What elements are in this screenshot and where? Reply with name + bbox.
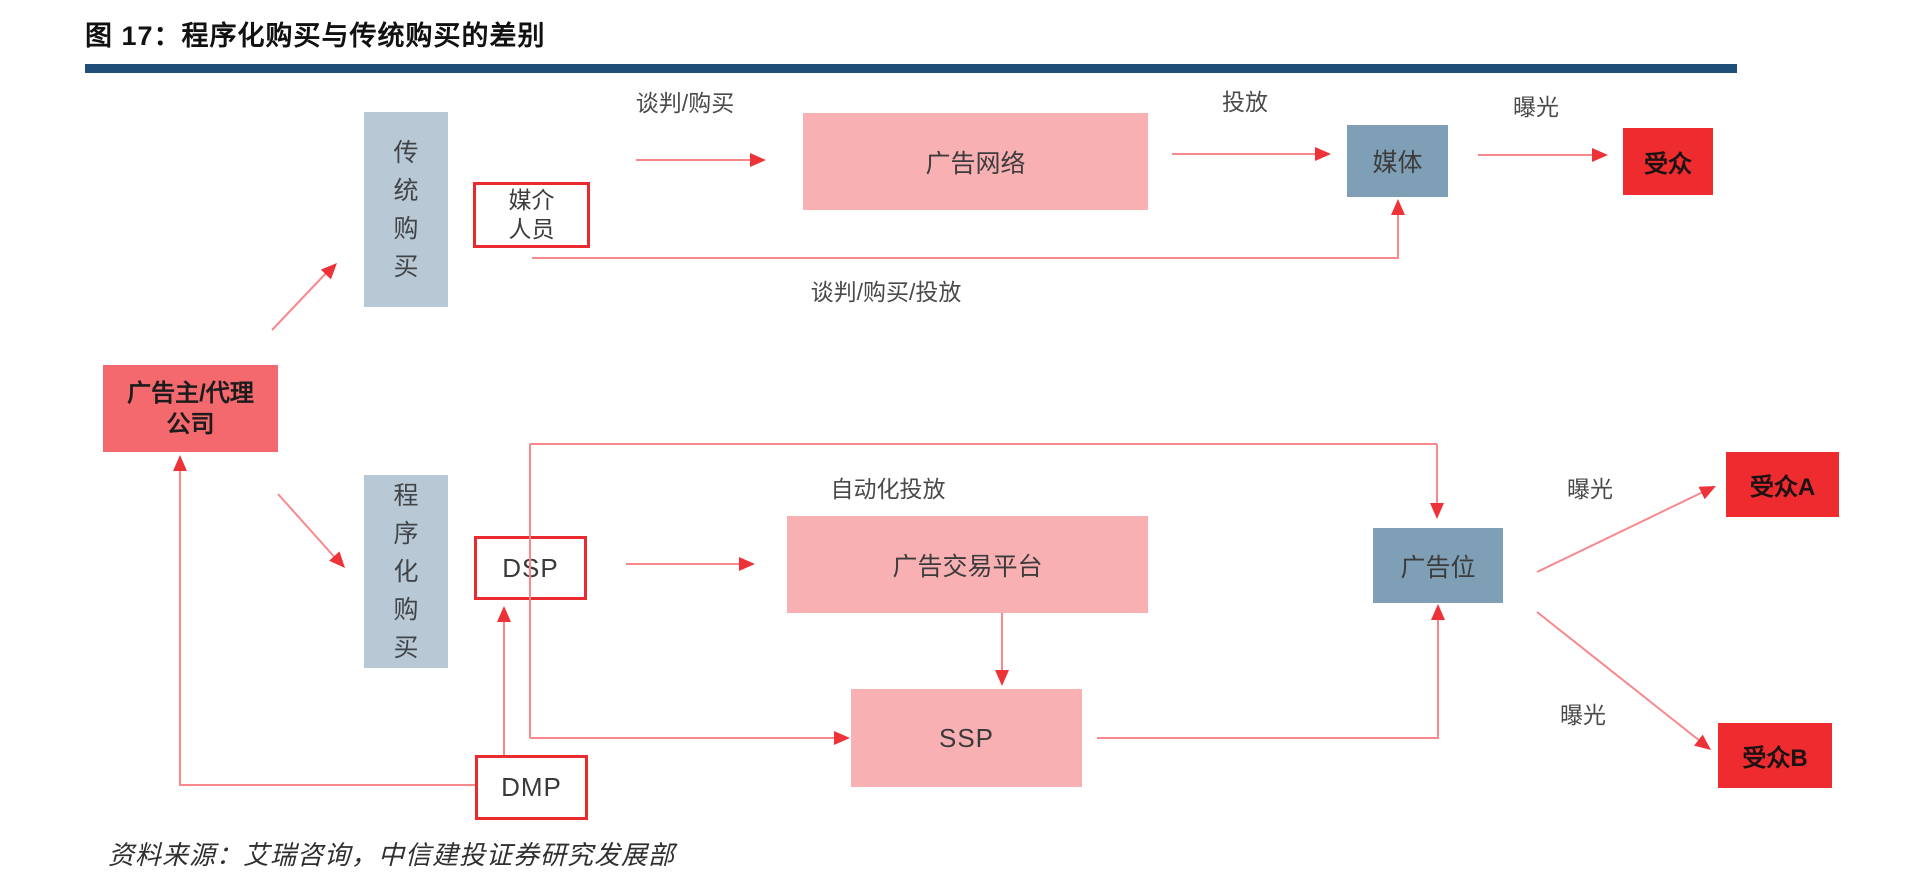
node-advertiser: 广告主/代理 公司 (103, 365, 278, 452)
node-dsp: DSP (474, 536, 587, 600)
node-ad-slot: 广告位 (1373, 528, 1503, 603)
label-deliver: 投放 (1222, 89, 1268, 115)
edge-advertiser-to-traditional (271, 268, 331, 331)
node-audience: 受众 (1623, 128, 1713, 195)
node-audience-b: 受众B (1718, 723, 1832, 788)
arrowhead-right-icon (739, 557, 755, 571)
source-note: 资料来源：艾瑞咨询，中信建投证券研究发展部 (108, 841, 676, 870)
node-media: 媒体 (1347, 125, 1448, 197)
arrowhead-upright-icon (320, 263, 337, 280)
label-expose-a: 曝光 (1567, 476, 1613, 502)
label-negotiate-buy: 谈判/购买 (635, 90, 735, 116)
arrowhead-upright-icon (1698, 486, 1716, 500)
arrowhead-right-icon (750, 153, 766, 167)
label-negotiate-buy-deliver: 谈判/购买/投放 (810, 279, 962, 305)
edge-mediastaff-to-media (532, 212, 1399, 259)
node-ssp: SSP (851, 689, 1082, 787)
arrowhead-up-icon (1391, 199, 1405, 215)
arrowhead-down-icon (995, 670, 1009, 686)
label-auto-deliver: 自动化投放 (830, 476, 946, 502)
node-traditional-buying-label: 传统购买 (393, 138, 419, 281)
label-expose-b: 曝光 (1560, 702, 1606, 728)
figure-title: 图 17：程序化购买与传统购买的差别 (85, 21, 546, 51)
node-dmp: DMP (475, 755, 588, 820)
edge-adslot-to-audience-a (1536, 491, 1704, 573)
arrowhead-up-icon (1431, 604, 1445, 620)
node-programmatic-buying-label: 程序化购买 (393, 481, 419, 662)
node-ad-network: 广告网络 (803, 113, 1148, 210)
node-ad-exchange: 广告交易平台 (787, 516, 1148, 613)
arrowhead-downright-icon (1694, 734, 1711, 750)
arrowhead-right-icon (1592, 148, 1608, 162)
node-audience-a: 受众A (1726, 452, 1839, 517)
arrowhead-up-icon (173, 455, 187, 471)
arrowhead-right-icon (834, 731, 850, 745)
arrowhead-up-icon (497, 606, 511, 622)
node-traditional-buying: 传统购买 (364, 112, 448, 307)
arrowhead-downright-icon (329, 551, 345, 568)
edge-ssp-to-adslot (1097, 618, 1439, 739)
title-underline (85, 64, 1737, 73)
label-expose: 曝光 (1513, 94, 1559, 120)
arrowhead-right-icon (1315, 147, 1331, 161)
edge-advertiser-to-programmatic (277, 493, 339, 562)
node-programmatic-buying: 程序化购买 (364, 475, 448, 668)
arrowhead-down-icon (1430, 503, 1444, 519)
node-media-staff: 媒介 人员 (473, 182, 590, 248)
